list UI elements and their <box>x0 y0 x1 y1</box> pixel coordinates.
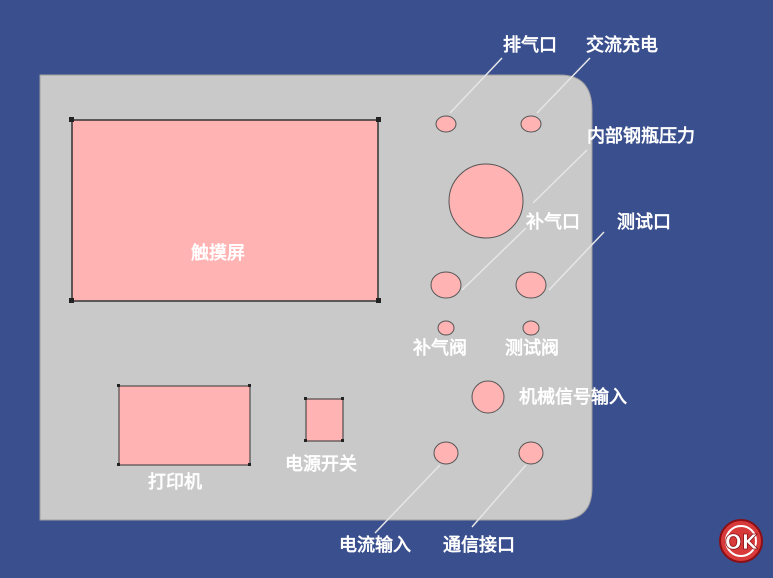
power-switch <box>305 398 344 442</box>
refill-valve <box>437 320 455 336</box>
touchscreen-corner-markers <box>69 117 381 303</box>
leader-lines <box>374 57 605 534</box>
leader-exhaust <box>449 57 503 114</box>
exhaust-port <box>435 115 457 133</box>
leader-refill <box>461 227 527 291</box>
ok-logo: OK <box>719 519 763 563</box>
mechanical-signal-input-port <box>471 380 505 414</box>
label-refill-port: 补气口 <box>526 212 580 233</box>
pressure-gauge <box>448 163 524 239</box>
leader-pressure <box>532 149 588 204</box>
label-test-port: 测试口 <box>617 212 671 233</box>
label-touchscreen: 触摸屏 <box>191 243 245 264</box>
leader-test <box>548 231 605 291</box>
refill-port <box>430 271 462 299</box>
ac-charging-port <box>520 115 542 133</box>
label-current-input: 电流输入 <box>339 535 411 556</box>
label-mechanical-signal-input: 机械信号输入 <box>519 387 627 408</box>
leader-ac-charging <box>536 57 591 114</box>
label-test-valve: 测试阀 <box>505 338 559 359</box>
test-port <box>515 271 547 299</box>
label-exhaust-port: 排气口 <box>503 35 557 56</box>
label-power-switch: 电源开关 <box>285 454 357 475</box>
leader-comm <box>471 464 527 528</box>
label-internal-cylinder-pressure: 内部钢瓶压力 <box>587 126 695 147</box>
printer-slot <box>118 385 251 466</box>
label-ac-charging: 交流充电 <box>586 35 658 56</box>
test-valve <box>522 320 540 336</box>
label-printer: 打印机 <box>148 472 202 493</box>
leader-current <box>374 464 441 534</box>
ok-logo-text: OK <box>725 530 759 554</box>
current-input-port <box>433 441 459 465</box>
label-comm-interface: 通信接口 <box>443 535 515 556</box>
comm-interface-port <box>518 441 544 465</box>
label-refill-valve: 补气阀 <box>413 338 467 359</box>
touchscreen-display <box>71 119 379 302</box>
